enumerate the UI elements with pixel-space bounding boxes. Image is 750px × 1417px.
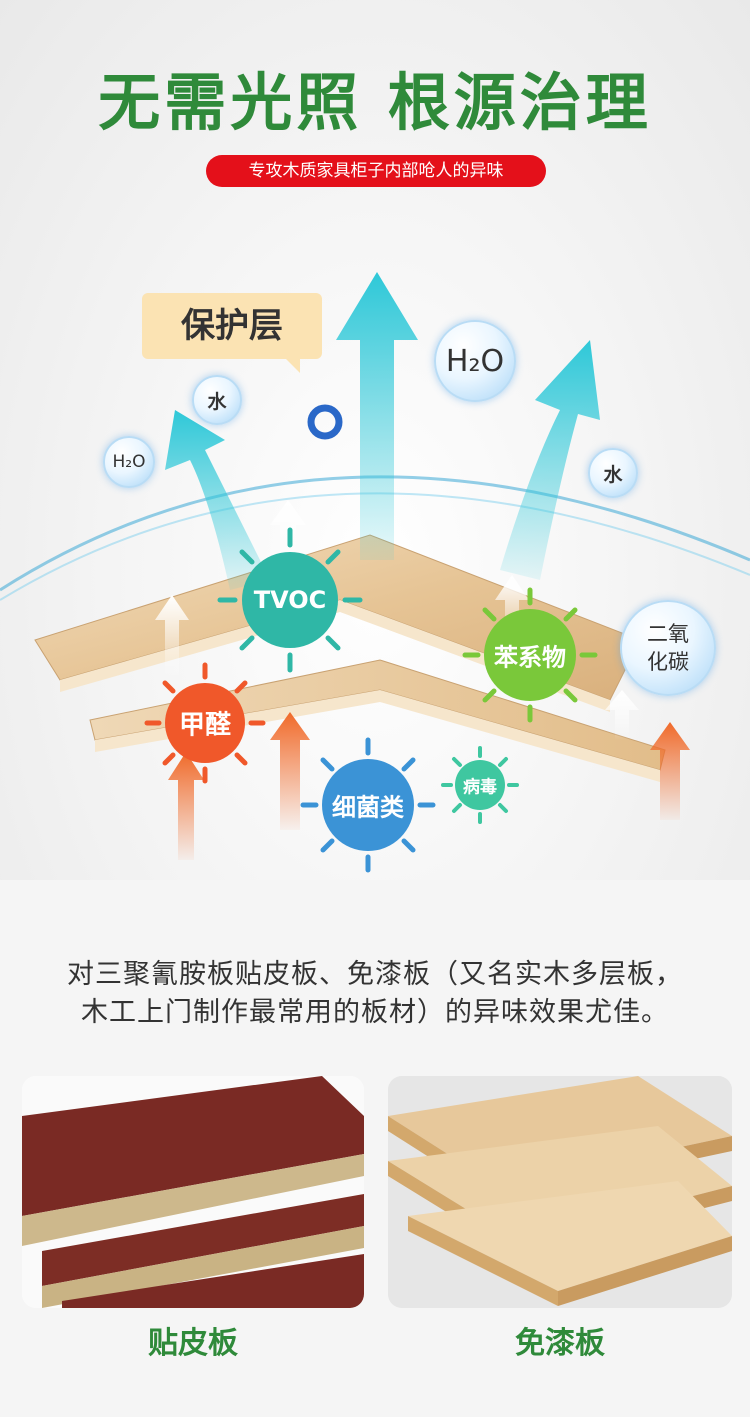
heat-arrow (270, 712, 310, 830)
veneer-board-label: 贴皮板 (148, 1326, 238, 1361)
heat-arrow (168, 752, 204, 860)
paint-free-board-label: 免漆板 (515, 1326, 605, 1361)
formaldehyde-germ (144, 662, 266, 784)
heat-arrow (650, 722, 690, 820)
veneer-board-image (22, 1076, 364, 1308)
water-left-bubble: 水 (192, 375, 242, 425)
virus-label: 病毒 (463, 777, 497, 798)
cyan-up-arrow (165, 410, 270, 590)
bacteria-germ (300, 737, 436, 873)
ring-icon (307, 404, 343, 440)
tvoc-germ (217, 527, 363, 673)
formaldehyde-label: 甲醛 (178, 710, 232, 741)
description-line-2: 木工上门制作最常用的板材）的异味效果尤佳。 (81, 997, 669, 1028)
tvoc-label: TVOC (253, 586, 327, 614)
description-line-1: 对三聚氰胺板贴皮板、免漆板（又名实木多层板， (67, 959, 683, 990)
benzene-label: 苯系物 (494, 643, 566, 672)
hero-section: 无需光照 根源治理 专攻木质家具柜子内部呛人的异味 (0, 0, 750, 880)
h2o-small-bubble: H₂O (103, 436, 155, 488)
paint-free-board-image (388, 1076, 732, 1308)
water-right-bubble: 水 (588, 448, 638, 498)
tagline-badge: 专攻木质家具柜子内部呛人的异味 (206, 155, 546, 187)
cyan-up-arrow (500, 340, 600, 580)
virus-germ (441, 746, 519, 824)
co2-bubble: 二氧 化碳 (620, 600, 716, 696)
page-title: 无需光照 根源治理 (98, 66, 652, 139)
h2o-large-bubble: H₂O (434, 320, 516, 402)
cyan-up-arrow (336, 272, 418, 560)
benzene-germ (462, 587, 598, 723)
bacteria-label: 细菌类 (332, 793, 404, 822)
purification-diagram (0, 272, 750, 873)
protective-layer-label: 保护层 (142, 293, 322, 373)
